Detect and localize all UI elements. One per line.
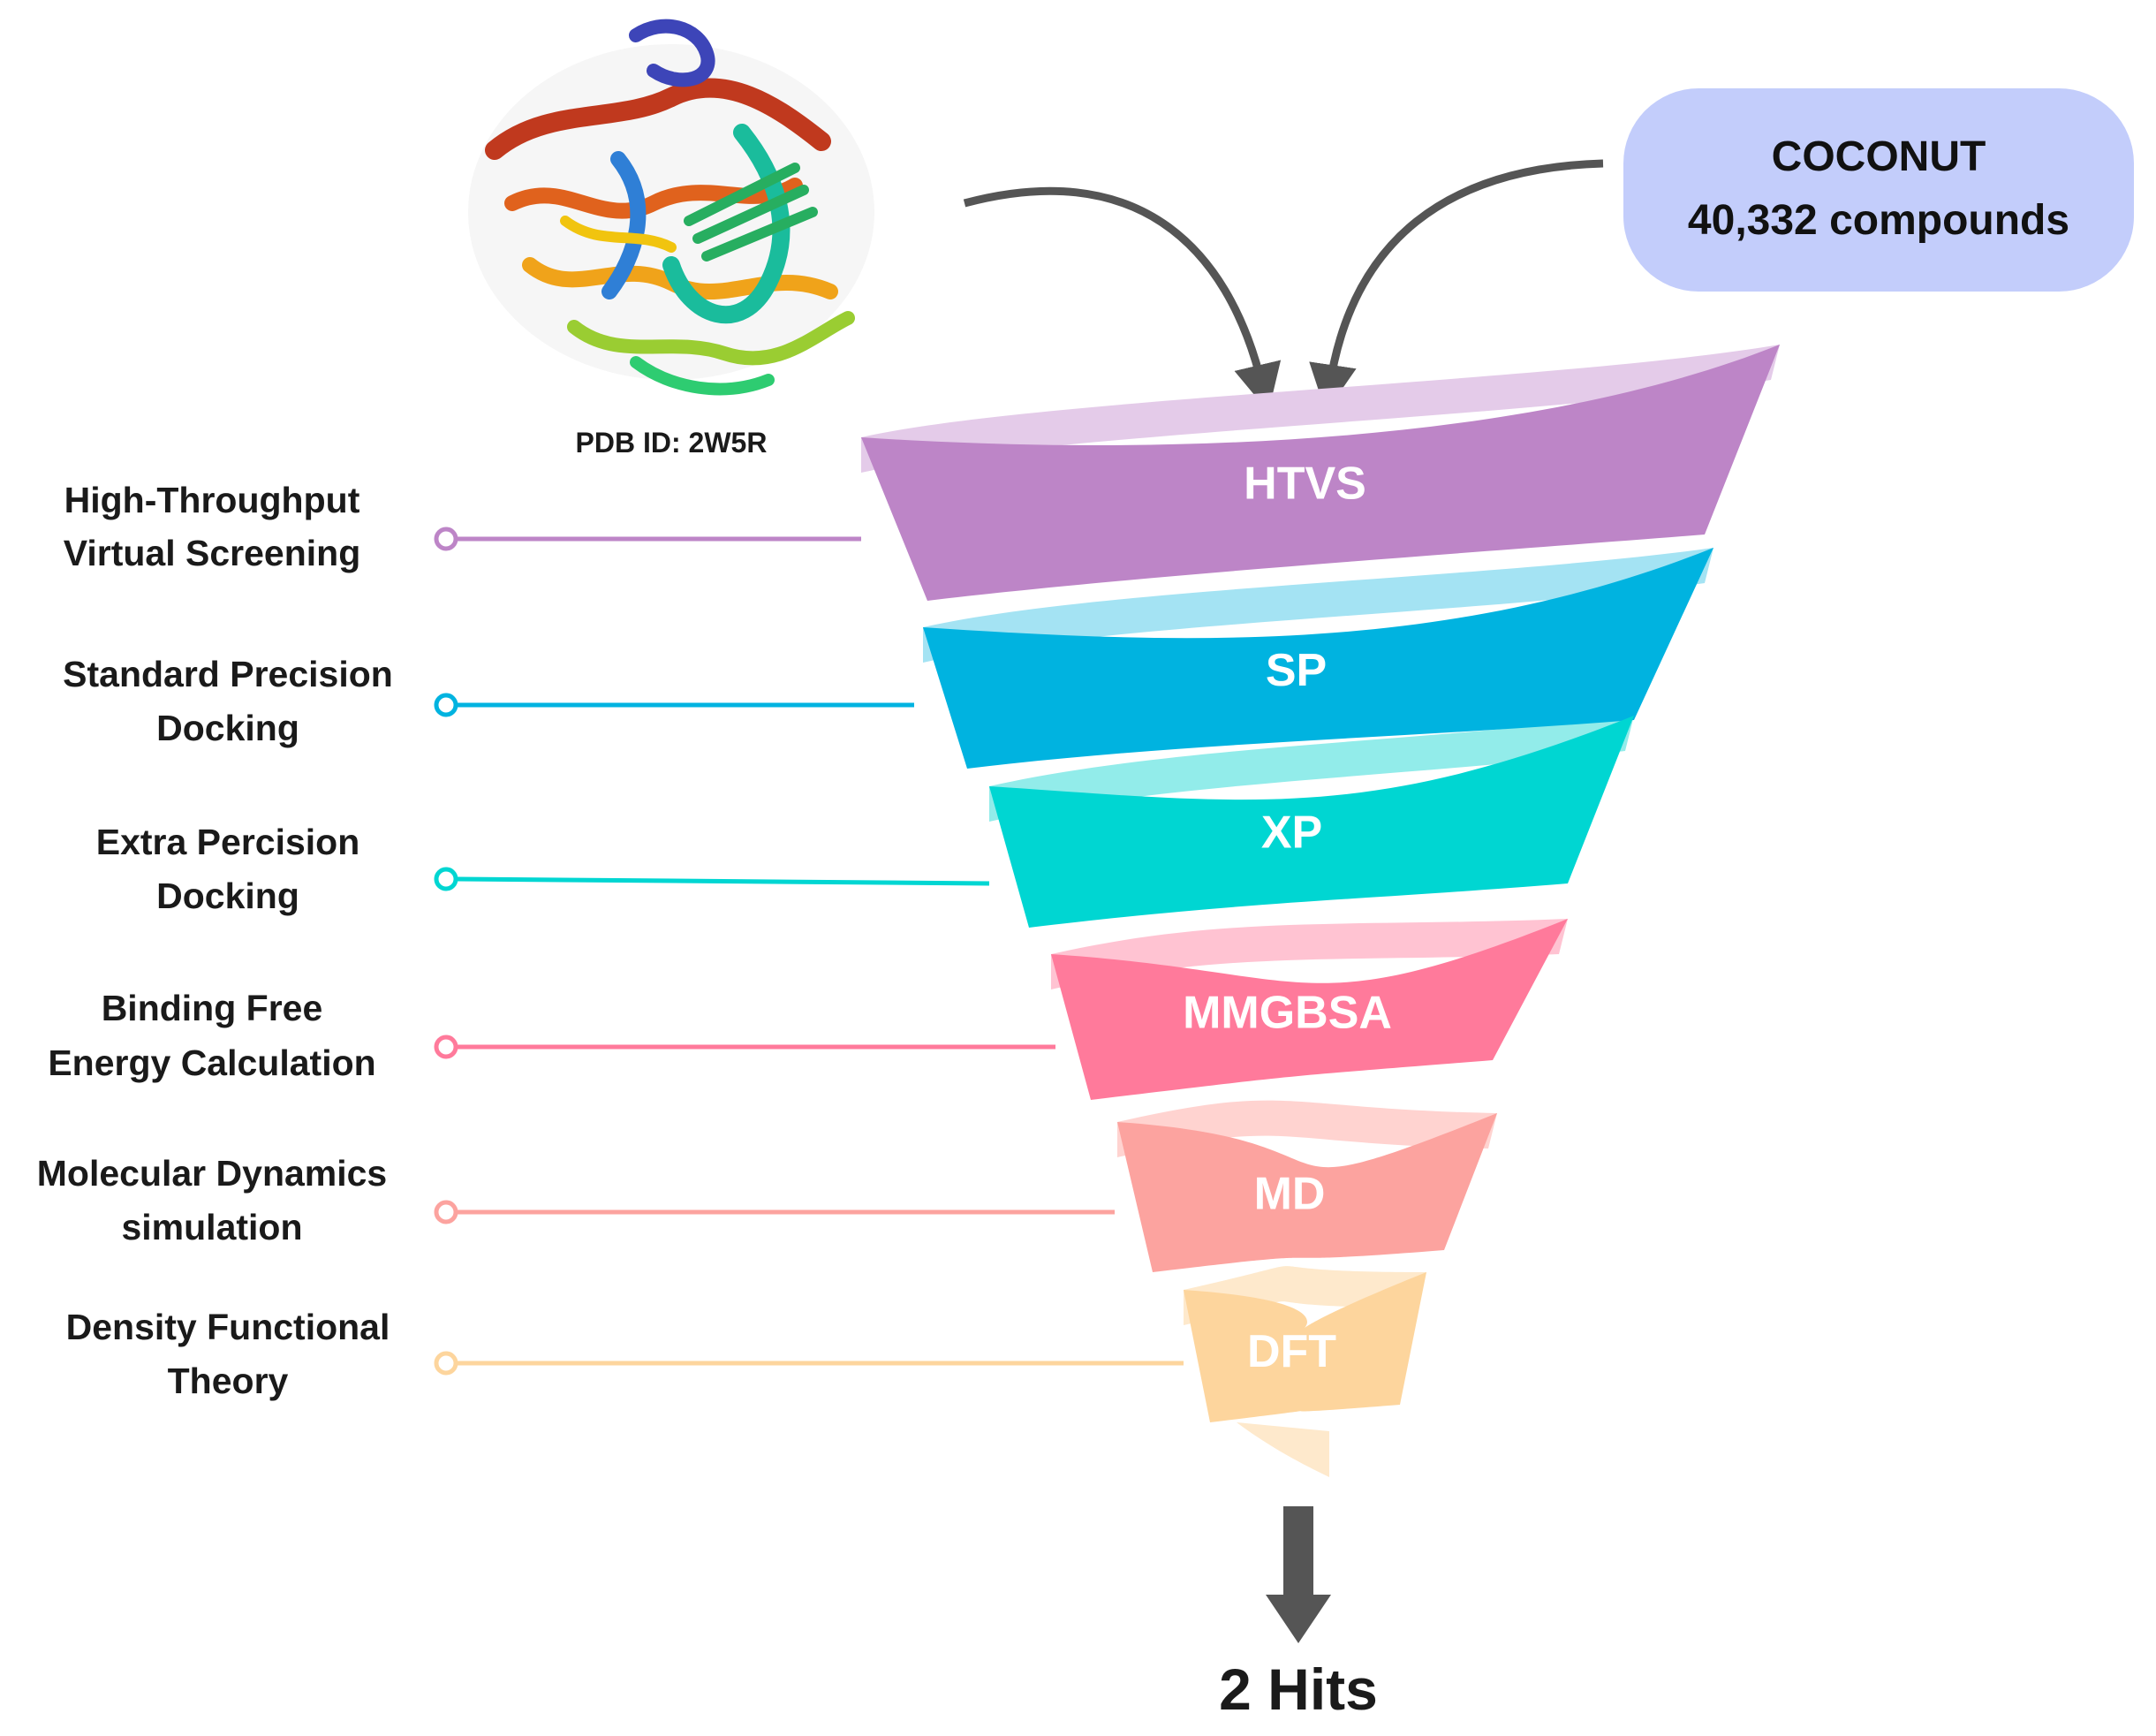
funnel-stage-mmgbsa [1051,919,1568,1100]
funnel-tail [1237,1422,1329,1477]
funnel-ribbon-sp [923,548,1713,663]
connector-marker-xp [434,867,458,891]
stage-description-mmgbsa-line2: Energy Calculation [48,1042,375,1083]
stage-description-mmgbsa-line1: Binding Free [102,988,323,1028]
source-database-box [1623,88,2134,292]
library-input-arrow [1309,159,1604,413]
protein-id-label: PDB ID: 2W5R [576,427,768,459]
funnel-ribbon-md [1117,1100,1497,1157]
stage-description-dft-line2: Theory [168,1361,289,1401]
funnel-ribbon-mmgbsa [1051,919,1568,989]
stage-label-mmgbsa: MMGBSA [1183,987,1392,1038]
stage-description-htvs-line1: High-Throughput [64,480,360,520]
stage-label-htvs: HTVS [1244,459,1366,510]
stage-description-md-line1: Molecular Dynamics [37,1153,388,1194]
protein-structure-image [468,19,874,396]
stage-description-dft-line1: Density Functional [66,1307,390,1347]
stage-description-md-line2: simulation [121,1207,302,1247]
funnel-ribbon-htvs [861,345,1780,473]
connector-marker-dft [434,1351,458,1376]
stage-description-sp-line1: Standard Precision [63,654,393,694]
stage-description-sp-line2: Docking [156,708,299,748]
funnel-stage-sp [923,548,1713,769]
connector-marker-md [434,1200,458,1224]
funnel-ribbon-xp [989,716,1634,822]
protein-input-arrow [963,186,1282,413]
stage-label-md: MD [1254,1168,1326,1219]
stage-label-dft: DFT [1247,1326,1336,1377]
connector-marker-mmgbsa [434,1035,458,1059]
funnel-stage-md [1117,1113,1497,1272]
source-count: 40,332 compounds [1688,197,2069,244]
funnel-stage-dft [1184,1272,1426,1422]
connector-marker-htvs [434,527,458,551]
output-arrow [1266,1506,1331,1643]
stage-description-xp-line2: Docking [156,876,299,916]
funnel-stage-xp [989,716,1634,928]
connector-line-xp [457,876,990,886]
source-name: COCONUT [1772,133,1986,180]
result-label: 2 Hits [1219,1656,1378,1722]
stage-description-xp-line1: Extra Percision [96,822,360,862]
stage-label-sp: SP [1266,645,1327,696]
connector-marker-sp [434,693,458,717]
stage-description-htvs-line2: Virtual Screening [64,533,360,573]
stage-label-xp: XP [1261,807,1322,859]
funnel-stage-htvs [861,345,1780,601]
